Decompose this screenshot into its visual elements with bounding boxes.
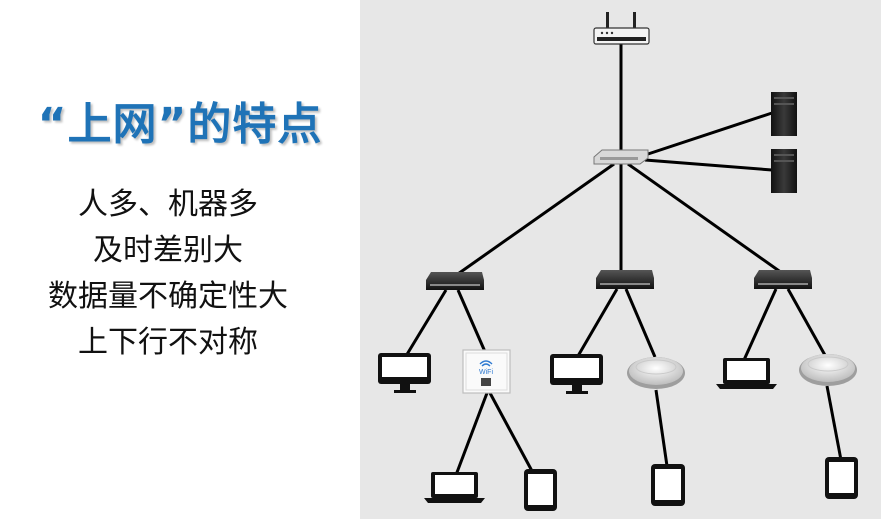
- switch-icon: [596, 270, 654, 289]
- link-right-ap: [786, 288, 828, 358]
- feature-item: 上下行不对称: [78, 325, 258, 360]
- tablet-icon: [825, 457, 858, 499]
- server-icon: [771, 92, 797, 136]
- link-core-server-2: [644, 158, 773, 172]
- link-wifi-tablet: [488, 392, 534, 472]
- tablet-icon: [524, 469, 557, 511]
- laptop-icon: [424, 472, 485, 503]
- link-right-laptop: [742, 288, 778, 361]
- link-mid-monitor: [576, 288, 619, 357]
- desktop-monitor-icon: [378, 353, 431, 393]
- desktop-monitor-icon: [550, 354, 603, 394]
- router-icon: [593, 12, 650, 45]
- feature-list: 人多、机器多 及时差别大 数据量不确定性大 上下行不对称: [0, 182, 336, 366]
- link-left-wifi: [456, 289, 488, 355]
- ceiling-ap-icon: [799, 354, 857, 386]
- server-icon: [771, 149, 797, 193]
- core-switch-icon: [593, 149, 649, 165]
- link-core-switch-right: [627, 162, 783, 275]
- feature-item: 数据量不确定性大: [48, 279, 288, 314]
- link-core-switch-left: [454, 162, 615, 278]
- ceiling-ap-icon: [627, 357, 685, 389]
- switch-icon: [754, 270, 812, 289]
- link-core-server-1: [644, 111, 773, 157]
- slide-title: “上网”的特点: [37, 99, 323, 150]
- wifi-label: WiFi: [479, 369, 493, 376]
- link-mid-ap: [624, 288, 657, 358]
- tablet-icon: [651, 464, 685, 506]
- switch-icon: [426, 272, 484, 290]
- text-panel: “上网”的特点 人多、机器多 及时差别大 数据量不确定性大 上下行不对称: [0, 0, 360, 519]
- link-left-monitor: [404, 289, 448, 357]
- wifi-panel-icon: WiFi: [462, 349, 511, 394]
- laptop-icon: [716, 358, 777, 389]
- link-ap-tablet-right: [825, 385, 843, 461]
- feature-item: 人多、机器多: [78, 187, 258, 222]
- link-ap-tablet: [654, 389, 669, 467]
- feature-item: 及时差别大: [93, 233, 243, 268]
- connection-lines: [404, 42, 843, 476]
- link-wifi-laptop: [454, 392, 489, 476]
